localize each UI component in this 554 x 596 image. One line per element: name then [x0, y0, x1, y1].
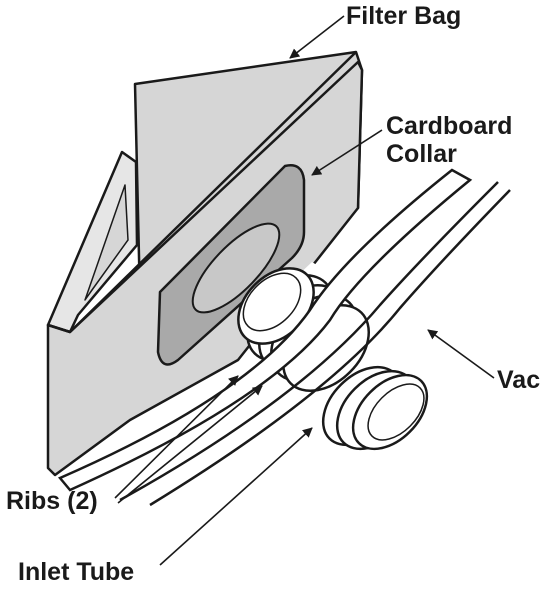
vac-wall-inner-curve [149, 189, 511, 507]
cardboard-collar-hole [191, 222, 281, 314]
leader-inlet-tube [159, 427, 313, 566]
ribs-label: Ribs (2) [6, 487, 98, 515]
filter-bag-inner-flap [84, 184, 129, 301]
cardboard-collar-label-line2: Collar [386, 140, 457, 168]
vac-label: Vac [497, 366, 541, 394]
vac-wall [57, 168, 511, 507]
vac-wall-band [57, 168, 473, 492]
leader-rib-1 [114, 375, 239, 499]
inlet-tube-rear [321, 350, 430, 455]
leader-vac [427, 329, 495, 379]
filter-bag-label: Filter Bag [346, 2, 462, 30]
cardboard-collar-label-line1: Cardboard [386, 112, 513, 140]
leader-filter-bag [289, 15, 345, 59]
cardboard-collar [156, 164, 306, 366]
leader-cardboard-collar [311, 129, 383, 176]
cardboard-collar-label: Cardboard Collar [386, 112, 512, 168]
leader-lines [114, 15, 495, 566]
leader-rib-2 [117, 385, 263, 504]
inlet-tube-rear-opening [367, 383, 425, 441]
inlet-tube-label: Inlet Tube [18, 558, 135, 586]
vac-wall-outer-curve [119, 181, 499, 502]
filter-bag-fold-edge [47, 51, 357, 334]
inlet-tube-front-inner [242, 272, 302, 332]
